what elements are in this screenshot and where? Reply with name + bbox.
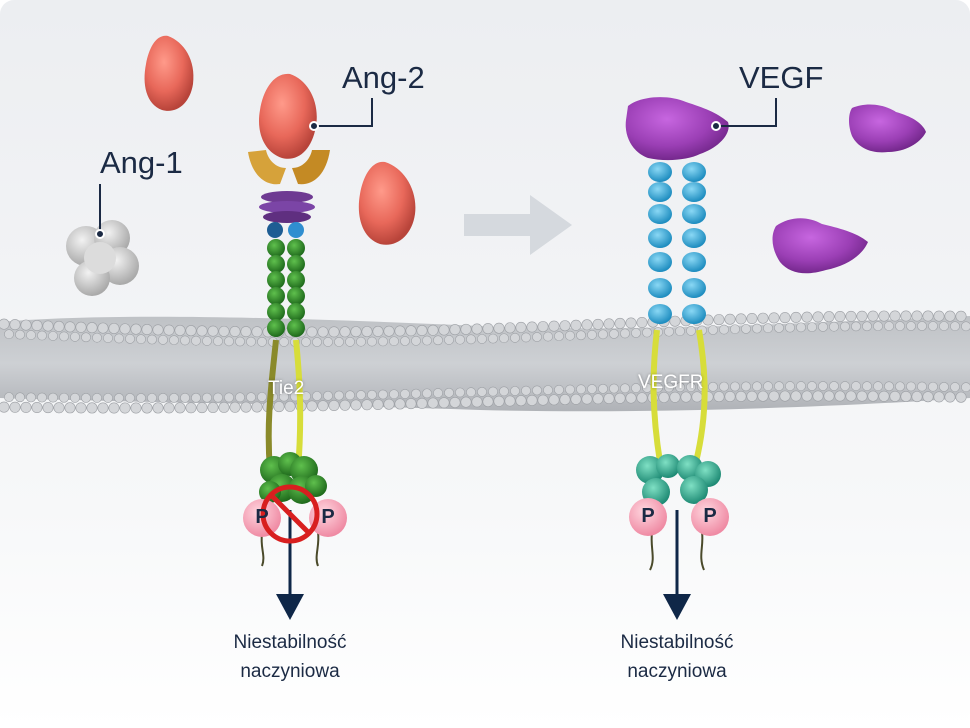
outcome-left-line2: naczyniowa — [240, 661, 340, 682]
transition-arrow — [464, 195, 572, 255]
vegf-leader-line — [711, 98, 777, 131]
tie2-green-domains — [267, 239, 305, 337]
cell-membrane — [0, 310, 970, 414]
tie2-label: Tie2 — [268, 378, 305, 399]
phospho-label-left-2: P — [321, 506, 335, 528]
ang2-protein-bound — [258, 73, 317, 159]
vegfr-receptor — [648, 162, 708, 463]
outcome-right-line1: Niestabilność — [620, 632, 734, 653]
vegf-label: VEGF — [739, 60, 824, 95]
outcome-right-line2: naczyniowa — [627, 661, 727, 682]
ang1-label: Ang-1 — [100, 145, 183, 180]
ang2-protein-free-top — [144, 35, 194, 111]
outcome-caption-left: Niestabilność naczyniowa — [200, 628, 380, 686]
vegf-protein-bound — [625, 97, 729, 161]
ang2-leader-line — [309, 98, 373, 131]
signal-arrow-left — [276, 510, 304, 620]
outcome-left-line1: Niestabilność — [233, 632, 347, 653]
phospho-label-right-2: P — [703, 505, 717, 527]
outcome-caption-right: Niestabilność naczyniowa — [587, 628, 767, 686]
ang1-leader-line — [95, 184, 105, 239]
phospho-label-right-1: P — [641, 505, 655, 527]
ang2-label: Ang-2 — [342, 60, 425, 95]
vegfr-kinase-domains — [636, 454, 721, 506]
phospho-label-left-1: P — [255, 506, 269, 528]
vegfr-label: VEGFR — [638, 372, 704, 393]
inhibition-icon — [260, 484, 320, 544]
vegf-protein-free-right — [849, 104, 926, 153]
signal-arrow-right — [663, 510, 691, 620]
tie2-receptor — [248, 150, 330, 471]
intracellular-tails — [260, 531, 705, 571]
ang1-protein — [66, 220, 139, 296]
vegf-protein-free-middle — [772, 218, 868, 274]
ang2-protein-free-middle — [358, 161, 416, 245]
